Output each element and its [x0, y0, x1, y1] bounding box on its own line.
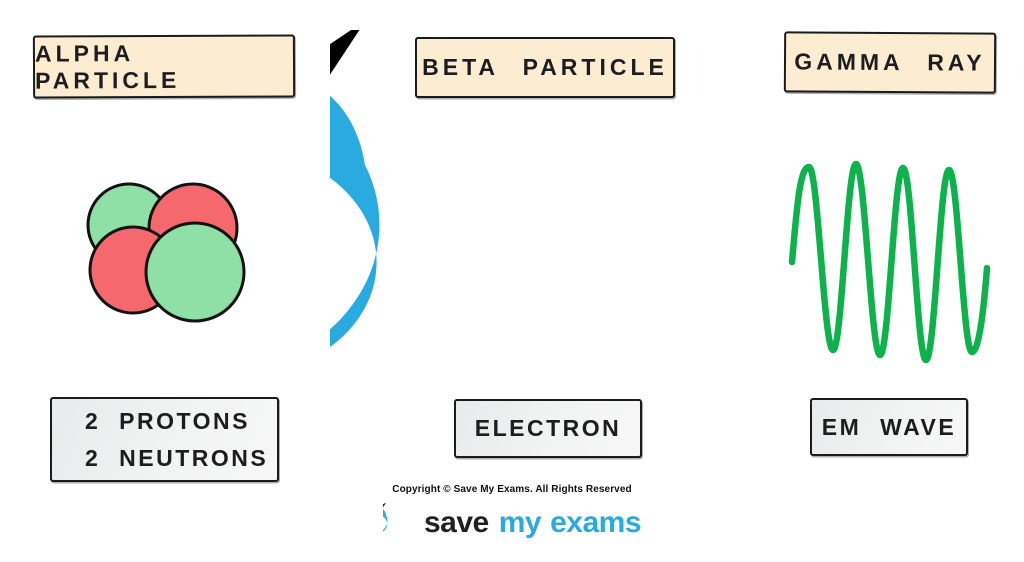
alpha-caption-line2: 2 NEUTRONS — [85, 444, 269, 471]
alpha-particle-label: ALPHA PARTICLE — [32, 34, 296, 99]
em-wave-icon — [788, 160, 991, 364]
alpha-caption-line1: 2 PROTONS — [85, 407, 250, 434]
alpha-particle-nucleus-icon — [86, 182, 246, 323]
logo-word-my: my — [498, 506, 542, 539]
save-my-exams-logo: save my exams — [0, 503, 1024, 542]
neutron-circle — [144, 221, 246, 323]
gamma-ray-label: GAMMA RAY — [783, 31, 997, 94]
copyright-notice: Copyright © Save My Exams. All Rights Re… — [392, 484, 632, 495]
beta-particle-label: BETA PARTICLE — [415, 37, 675, 98]
electron-label: ELECTRON — [454, 399, 642, 458]
save-my-exams-bolt-icon — [383, 503, 418, 542]
logo-word-exams: exams — [550, 506, 642, 539]
logo-word-save: save — [423, 506, 489, 539]
alpha-composition-label: 2 PROTONS 2 NEUTRONS — [50, 397, 279, 482]
em-wave-label: EM WAVE — [810, 398, 968, 456]
